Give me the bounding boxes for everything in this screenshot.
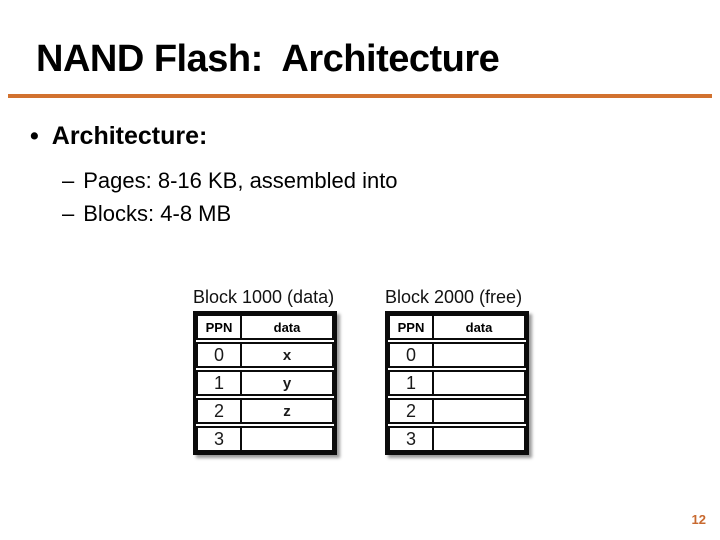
ppn-cell: 0: [390, 344, 434, 366]
data-cell: [242, 428, 332, 450]
dash-marker: –: [62, 201, 75, 226]
data-cell: z: [283, 402, 291, 420]
table-header-row: PPN data: [196, 314, 334, 340]
data-cell: [434, 372, 524, 394]
column-header-ppn: PPN: [390, 316, 434, 338]
ppn-cell: 2: [390, 400, 434, 422]
block-1000-caption: Block 1000 (data): [193, 287, 335, 307]
slide-title: NAND Flash: Architecture: [36, 38, 500, 80]
block-2000-caption: Block 2000 (free): [385, 287, 523, 307]
bullet-architecture: • Architecture:: [30, 122, 207, 151]
ppn-cell: 1: [198, 372, 242, 394]
page-number: 12: [691, 512, 706, 527]
bullet-dot-marker: •: [30, 122, 39, 150]
table-header-row: PPN data: [388, 314, 526, 340]
ppn-cell: 2: [198, 400, 242, 422]
block-1000-table: Block 1000 (data) PPN data 0 x 1 y 2 z 3: [193, 287, 337, 455]
table-row: 2: [388, 398, 526, 424]
subbullet-blocks-label: Blocks: 4-8 MB: [83, 201, 232, 226]
ppn-cell: 1: [390, 372, 434, 394]
table-row: 3: [388, 426, 526, 452]
ppn-cell: 3: [390, 428, 434, 450]
column-header-ppn: PPN: [198, 316, 242, 338]
subbullet-pages-label: Pages: 8-16 KB, assembled into: [83, 168, 398, 193]
block-2000-grid: PPN data 0 1 2 3: [385, 311, 529, 455]
subbullet-pages: – Pages: 8-16 KB, assembled into: [62, 168, 398, 194]
ppn-cell: 3: [198, 428, 242, 450]
data-cell: [434, 428, 524, 450]
data-cell: [434, 344, 524, 366]
ppn-cell: 0: [198, 344, 242, 366]
table-row: 0: [388, 342, 526, 368]
column-header-data: data: [273, 319, 301, 335]
data-cell: x: [282, 346, 292, 364]
subbullet-blocks: – Blocks: 4-8 MB: [62, 201, 231, 227]
title-divider-rule: [8, 94, 712, 98]
table-row: 2 z: [196, 398, 334, 424]
bullet-architecture-label: Architecture:: [51, 122, 208, 150]
data-cell: [434, 400, 524, 422]
block-2000-table: Block 2000 (free) PPN data 0 1 2 3: [385, 287, 529, 455]
table-row: 1 y: [196, 370, 334, 396]
table-row: 3: [196, 426, 334, 452]
block-1000-grid: PPN data 0 x 1 y 2 z 3: [193, 311, 337, 455]
table-row: 1: [388, 370, 526, 396]
column-header-data: data: [465, 319, 493, 335]
table-row: 0 x: [196, 342, 334, 368]
data-cell: y: [282, 374, 292, 392]
dash-marker: –: [62, 168, 75, 193]
